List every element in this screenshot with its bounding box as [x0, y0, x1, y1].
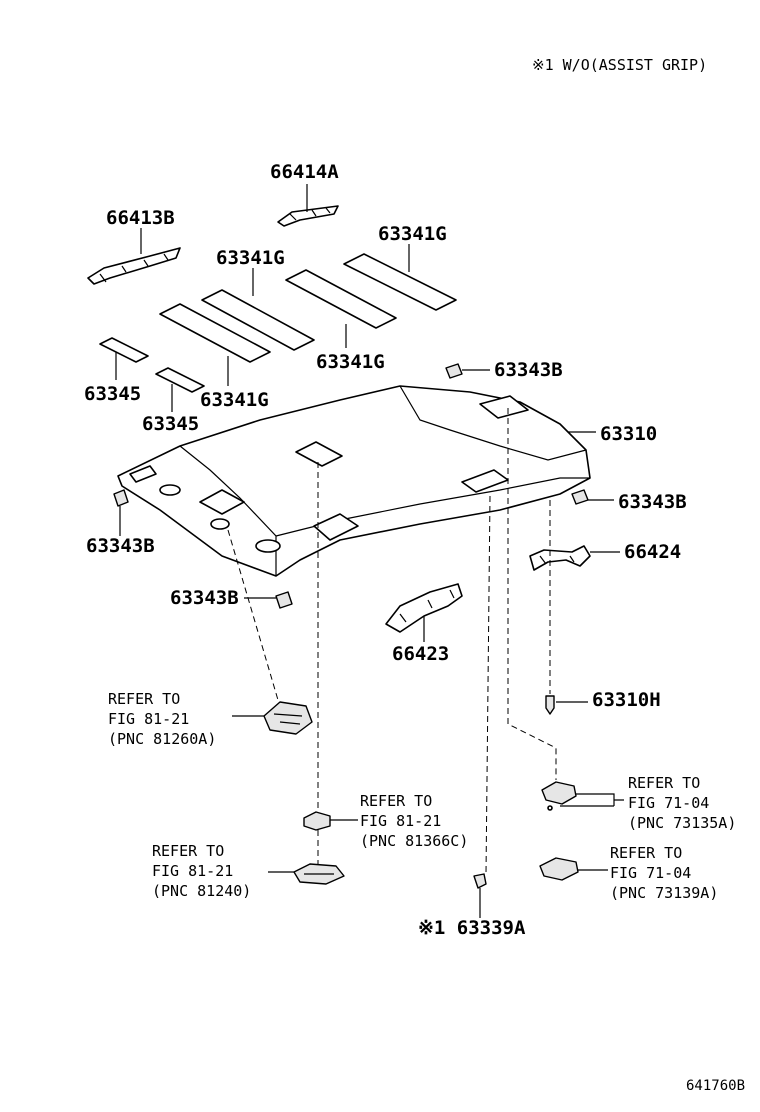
ref-81240-line1: REFER TO — [152, 842, 224, 860]
label-63343B-top[interactable]: 63343B — [494, 359, 563, 381]
clip-63343B-mid[interactable] — [275, 591, 293, 609]
fastener-63310H[interactable] — [545, 695, 555, 715]
pad-63341G-rear-left[interactable] — [285, 269, 397, 329]
ref-81260A-line2: FIG 81-21 — [108, 710, 189, 728]
label-63343B-right[interactable]: 63343B — [618, 491, 687, 513]
headliner-63310[interactable] — [117, 385, 591, 577]
clip-63343B-right[interactable] — [571, 489, 589, 505]
label-63343B-left[interactable]: 63343B — [86, 535, 155, 557]
label-66424[interactable]: 66424 — [624, 541, 681, 563]
ref-81240-line2: FIG 81-21 — [152, 862, 233, 880]
label-63341G-d[interactable]: 63341G — [200, 389, 269, 411]
label-63310H[interactable]: 63310H — [592, 689, 661, 711]
ref-73135A-line1: REFER TO — [628, 774, 700, 792]
ref-81366C-line3: (PNC 81366C) — [360, 832, 468, 850]
ref-81366C-line1: REFER TO — [360, 792, 432, 810]
lamp-81260A[interactable] — [263, 701, 313, 735]
lamp-81240[interactable] — [293, 863, 345, 885]
pad-63341G-front-right[interactable] — [201, 289, 315, 351]
label-63339A[interactable]: ※1 63339A — [418, 917, 526, 939]
visor-holder-73135A[interactable] — [541, 781, 577, 811]
ref-81260A-line1: REFER TO — [108, 690, 180, 708]
pad-63341G-front-left[interactable] — [159, 303, 271, 363]
label-66413B[interactable]: 66413B — [106, 207, 175, 229]
ref-73135A-line3: (PNC 73135A) — [628, 814, 736, 832]
ref-81260A-line3: (PNC 81260A) — [108, 730, 216, 748]
pad-63345-a[interactable] — [99, 337, 149, 363]
figure-code: 641760B — [686, 1078, 745, 1094]
bracket-66413B[interactable] — [87, 247, 181, 285]
clip-63343B-left[interactable] — [113, 489, 129, 507]
ref-81240-line3: (PNC 81240) — [152, 882, 251, 900]
label-66423[interactable]: 66423 — [392, 643, 449, 665]
clip-63343B-top[interactable] — [445, 363, 463, 379]
pad-63345-b[interactable] — [155, 367, 205, 393]
ref-73139A-line2: FIG 71-04 — [610, 864, 691, 882]
label-63345-b[interactable]: 63345 — [142, 413, 199, 435]
pad-63341G-rear-right[interactable] — [343, 253, 457, 311]
label-66414A[interactable]: 66414A — [270, 161, 339, 183]
ref-81366C-line2: FIG 81-21 — [360, 812, 441, 830]
bracket-66424[interactable] — [529, 545, 591, 571]
header-note: ※1 W/O(ASSIST GRIP) — [532, 56, 707, 74]
bracket-66414A[interactable] — [277, 205, 339, 227]
bracket-66423[interactable] — [385, 583, 463, 633]
label-63310[interactable]: 63310 — [600, 423, 657, 445]
label-63343B-mid[interactable]: 63343B — [170, 587, 239, 609]
label-63341G-a[interactable]: 63341G — [378, 223, 447, 245]
plug-63339A[interactable] — [473, 873, 487, 889]
label-63341G-b[interactable]: 63341G — [216, 247, 285, 269]
label-63345-a[interactable]: 63345 — [84, 383, 141, 405]
visor-holder-73139A[interactable] — [539, 857, 579, 881]
ref-73139A-line1: REFER TO — [610, 844, 682, 862]
ref-73139A-line3: (PNC 73139A) — [610, 884, 718, 902]
label-63341G-c[interactable]: 63341G — [316, 351, 385, 373]
ref-73135A-line2: FIG 71-04 — [628, 794, 709, 812]
lamp-81366C[interactable] — [303, 811, 331, 831]
